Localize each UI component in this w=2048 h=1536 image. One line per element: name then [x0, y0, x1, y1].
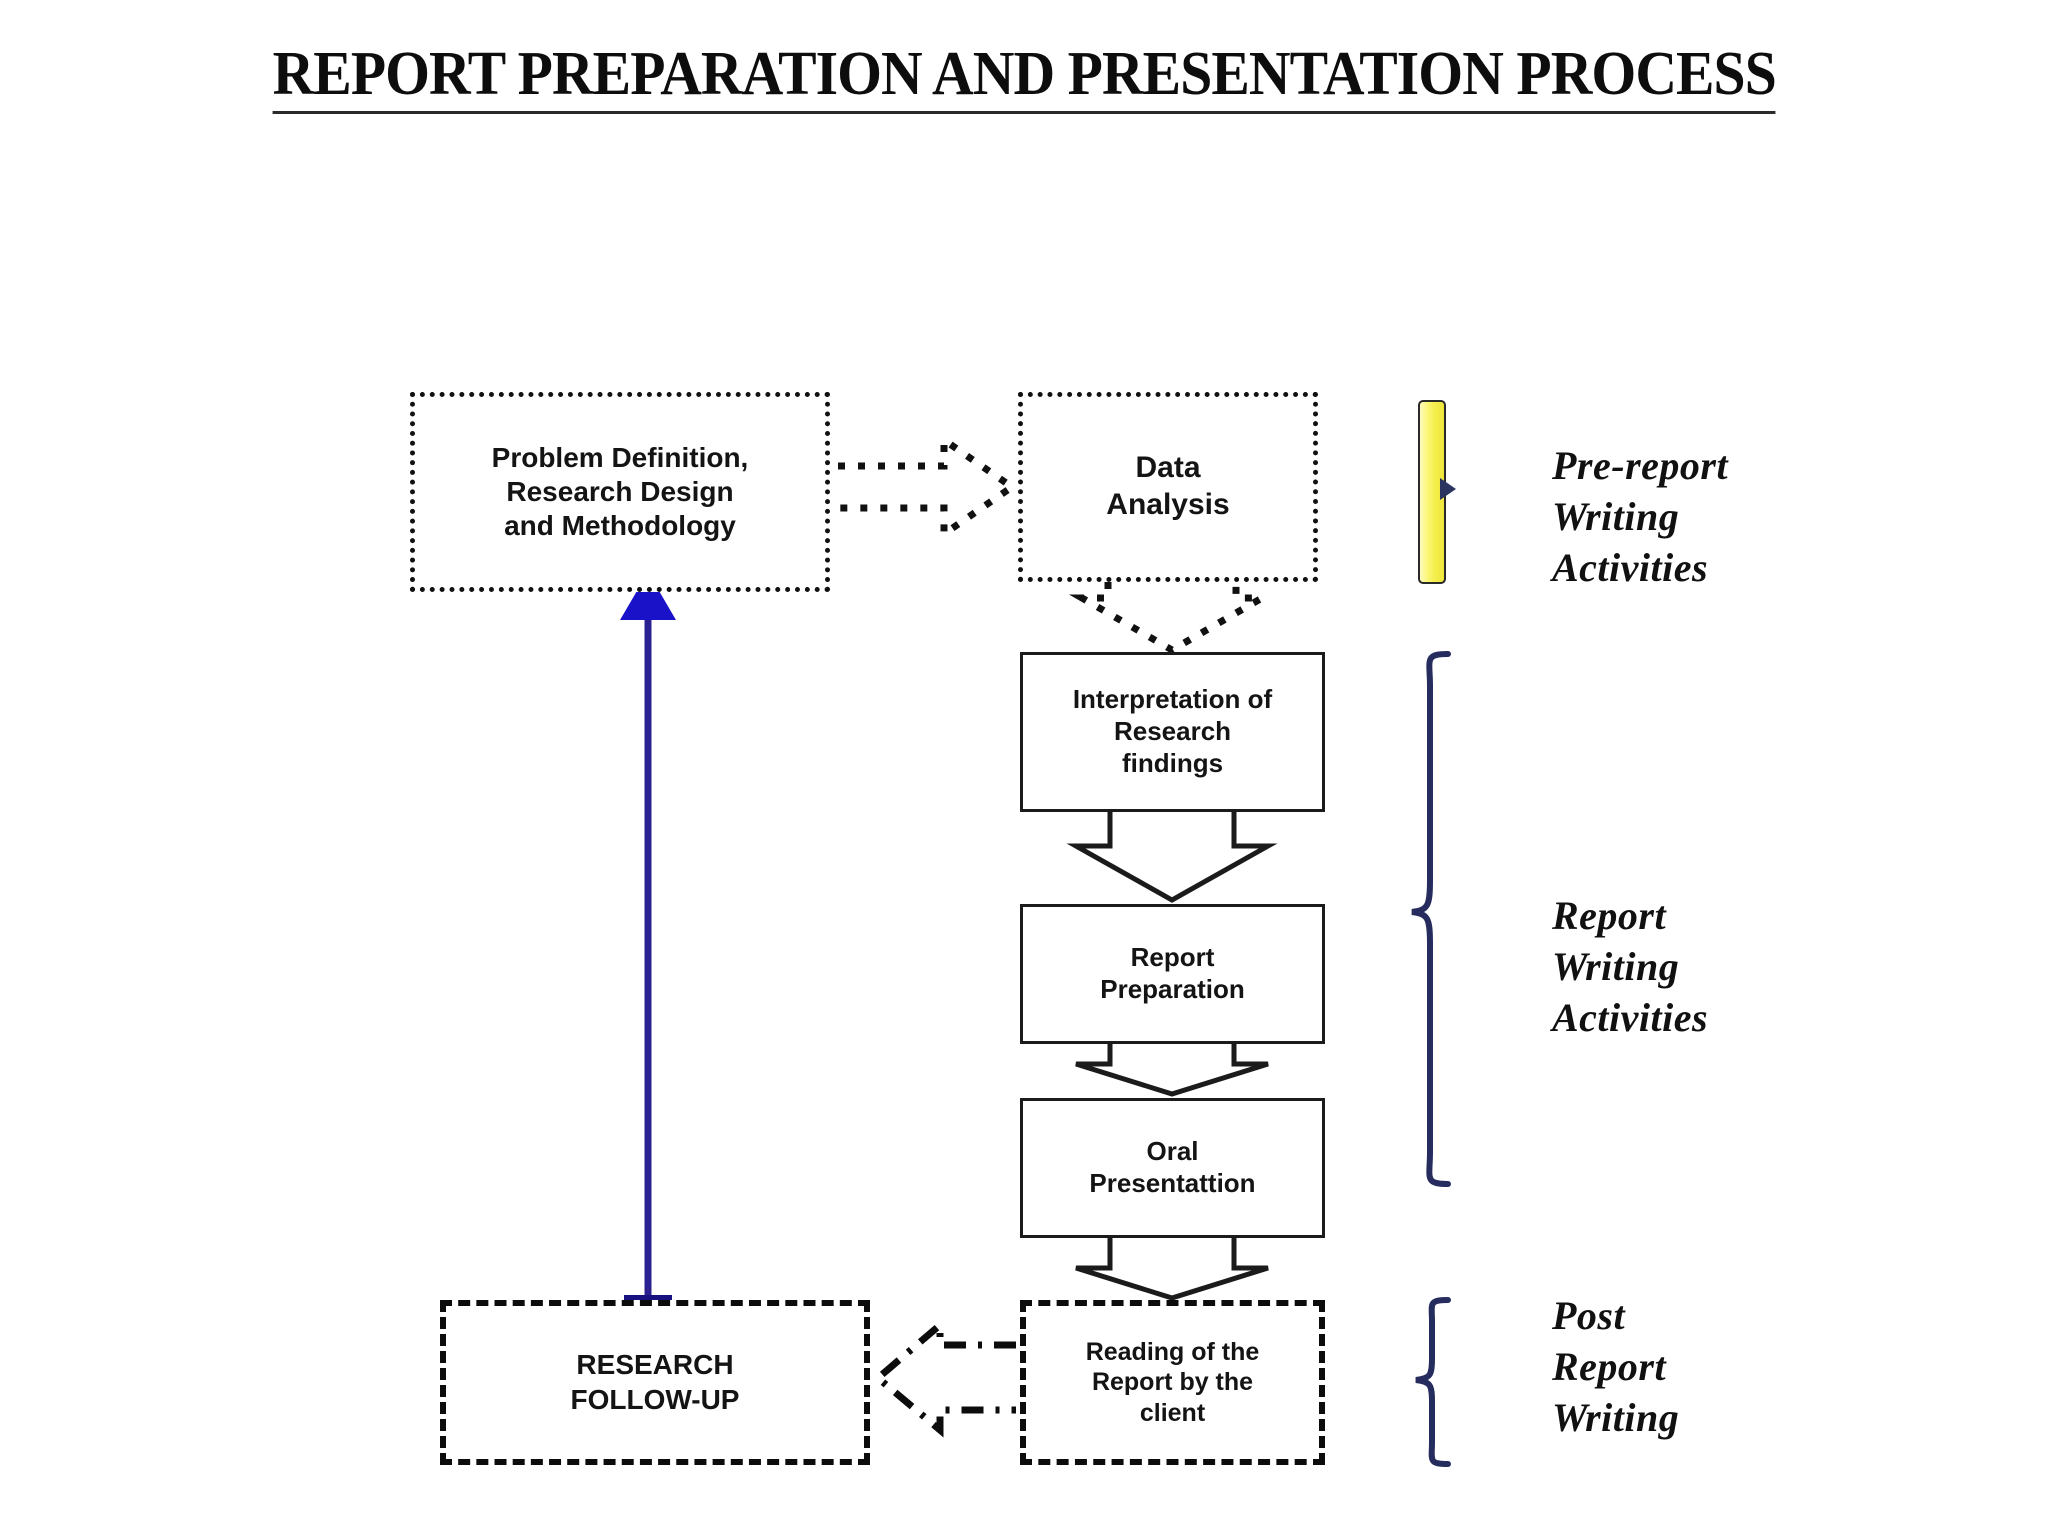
page-title: REPORT PREPARATION AND PRESENTATION PROC… [272, 41, 1777, 115]
node-reading-by-client[interactable]: Reading of the Report by the client [1020, 1300, 1325, 1465]
node-reading-by-client-label: Reading of the Report by the client [1085, 1337, 1260, 1427]
stage-label-pre-report-line2: Writing [1552, 494, 1680, 540]
node-report-preparation-label: Report Preparation [1100, 942, 1245, 1004]
stage-label-pre-report: Pre-report Writing Activities [1552, 440, 1728, 594]
stage-label-post-report-line3: Writing [1552, 1395, 1680, 1441]
node-research-follow-up[interactable]: RESEARCH FOLLOW-UP [440, 1300, 870, 1465]
node-research-follow-up-label: RESEARCH FOLLOW-UP [570, 1349, 740, 1415]
node-data-analysis-label: Data Analysis [1106, 451, 1230, 521]
stage-label-post-report-line1: Post [1552, 1293, 1626, 1338]
node-data-analysis[interactable]: Data Analysis [1018, 392, 1318, 582]
node-oral-presentation-label: Oral Presentattion [1089, 1136, 1256, 1198]
stage-label-report-writing: Report Writing Activities [1552, 890, 1708, 1044]
stage-label-post-report-line2: Report [1552, 1344, 1667, 1390]
bracket-pre-report-tip-icon [1440, 478, 1456, 500]
stage-label-pre-report-line1: Pre-report [1552, 443, 1729, 488]
stage-label-report-writing-line1: Report [1552, 893, 1667, 938]
stage-label-post-report: Post Report Writing [1552, 1290, 1679, 1444]
node-interpretation-label: Interpretation of Research findings [1072, 684, 1273, 778]
stage-label-report-writing-line3: Activities [1552, 995, 1709, 1041]
node-oral-presentation[interactable]: Oral Presentattion [1020, 1098, 1325, 1238]
node-problem-definition[interactable]: Problem Definition, Research Design and … [410, 392, 830, 592]
title-container: REPORT PREPARATION AND PRESENTATION PROC… [0, 41, 2048, 115]
stage-label-report-writing-line2: Writing [1552, 944, 1680, 990]
node-problem-definition-label: Problem Definition, Research Design and … [491, 441, 749, 542]
node-report-preparation[interactable]: Report Preparation [1020, 904, 1325, 1044]
node-interpretation-of-research-findings[interactable]: Interpretation of Research findings [1020, 652, 1325, 812]
stage-label-pre-report-line3: Activities [1552, 545, 1709, 591]
